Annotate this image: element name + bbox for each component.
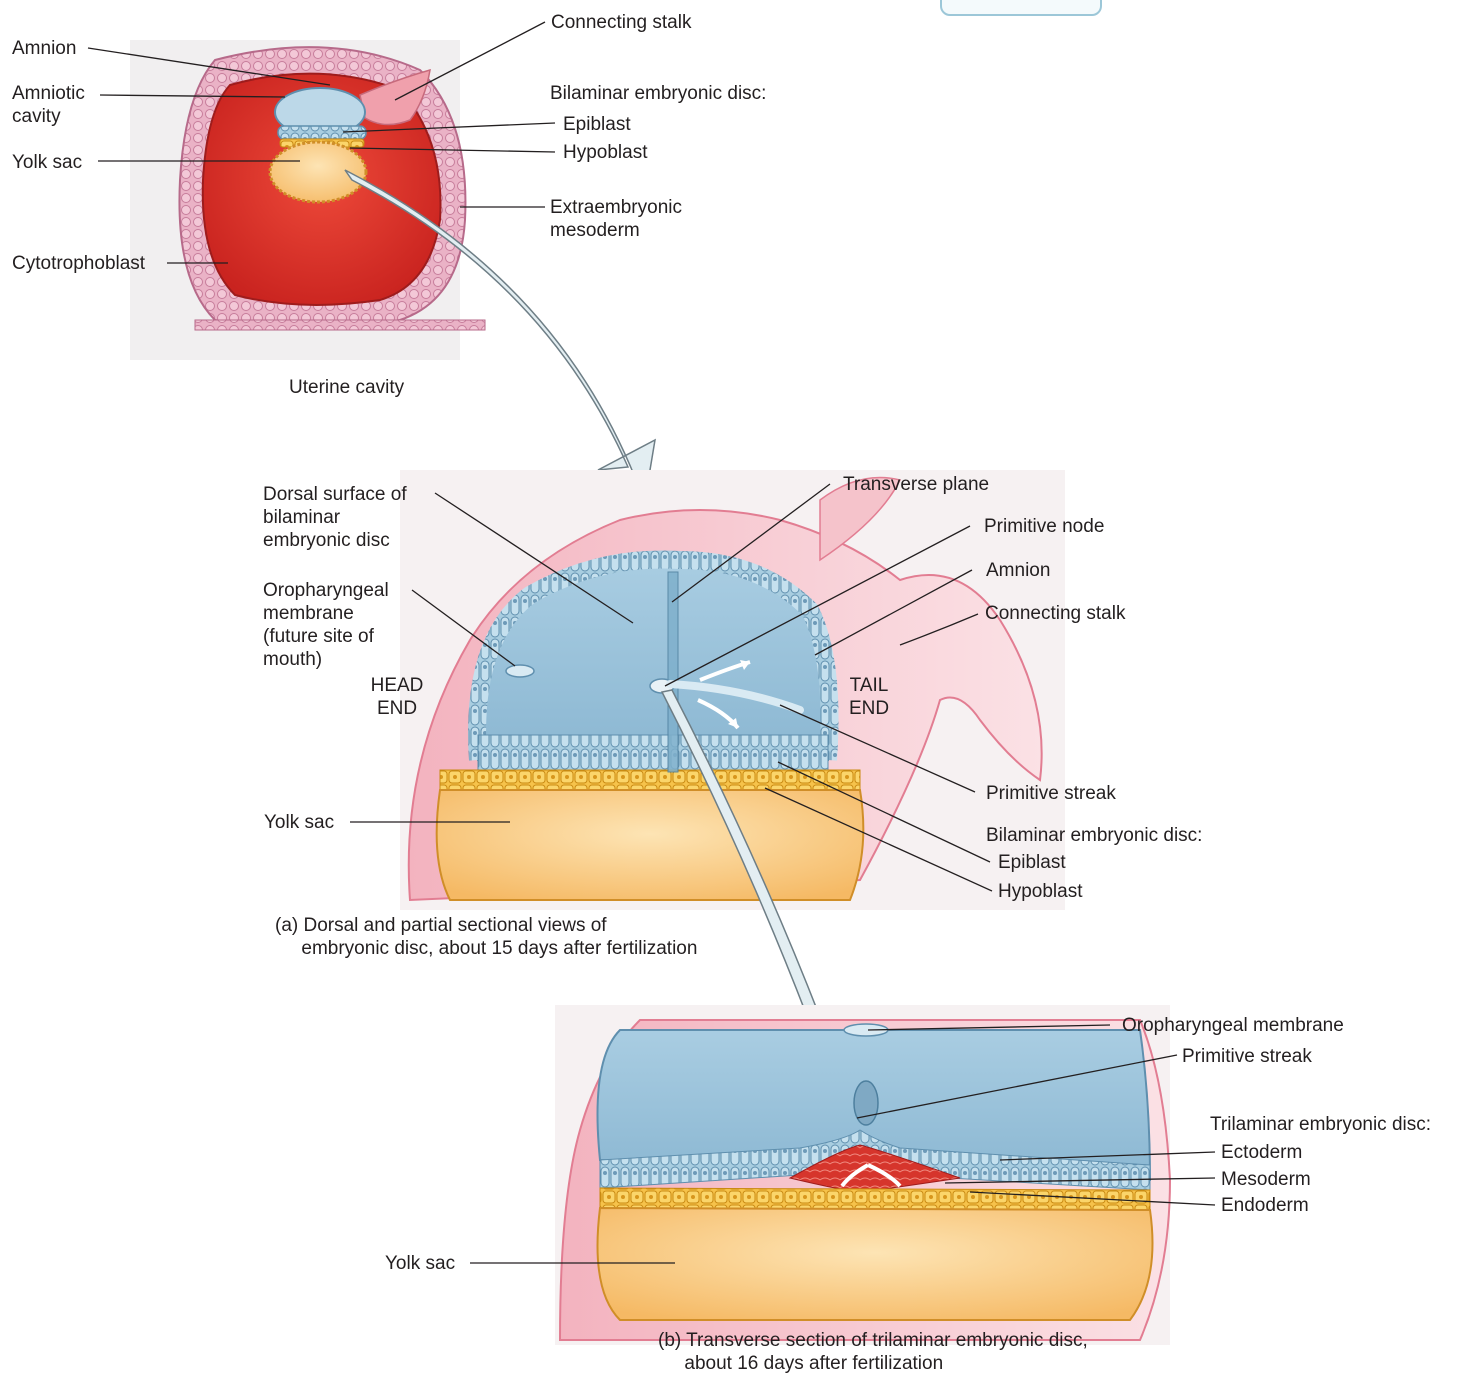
label-connecting-stalk-top: Connecting stalk — [551, 11, 691, 34]
oropharyngeal-spot-a — [506, 665, 534, 677]
top-illustration — [130, 40, 485, 360]
label-endoderm: Endoderm — [1221, 1194, 1309, 1217]
yolk-sac-a — [437, 790, 864, 900]
epiblast-strip — [278, 126, 366, 139]
label-yolk-sac-b: Yolk sac — [385, 1252, 455, 1275]
label-primitive-node: Primitive node — [984, 515, 1104, 538]
label-primitive-streak-a: Primitive streak — [986, 782, 1116, 805]
uterine-epithelium — [195, 320, 485, 330]
label-dorsal-surface: Dorsal surface of bilaminar embryonic di… — [263, 483, 407, 552]
label-hypoblast-a: Hypoblast — [998, 880, 1083, 903]
label-yolk-sac-top: Yolk sac — [12, 151, 82, 174]
label-bilaminar-heading-a: Bilaminar embryonic disc: — [986, 824, 1202, 847]
endoderm-row — [600, 1188, 1150, 1210]
label-epiblast-top: Epiblast — [563, 113, 631, 136]
hypoblast-row-a — [440, 770, 860, 790]
caption-panel-b: (b) Transverse section of trilaminar emb… — [658, 1329, 1088, 1375]
label-oropharyngeal-membrane-b: Oropharyngeal membrane — [1122, 1014, 1344, 1037]
label-amnion-a: Amnion — [986, 559, 1050, 582]
label-uterine-cavity: Uterine cavity — [289, 376, 404, 399]
label-epiblast-a: Epiblast — [998, 851, 1066, 874]
label-amniotic-cavity: Amniotic cavity — [12, 82, 85, 128]
yolk-sac-b — [598, 1208, 1153, 1320]
label-amnion-top: Amnion — [12, 37, 76, 60]
label-bilaminar-heading-top: Bilaminar embryonic disc: — [550, 82, 766, 105]
label-head-end: HEAD END — [366, 674, 428, 720]
label-tail-end: TAIL END — [838, 674, 900, 720]
yolk-sac-shape — [270, 142, 366, 202]
label-hypoblast-top: Hypoblast — [563, 141, 648, 164]
label-mesoderm: Mesoderm — [1221, 1168, 1311, 1191]
epiblast-row-a — [478, 735, 828, 770]
label-transverse-plane: Transverse plane — [843, 473, 989, 496]
caption-panel-a: (a) Dorsal and partial sectional views o… — [275, 914, 697, 960]
label-primitive-streak-b: Primitive streak — [1182, 1045, 1312, 1068]
label-ectoderm: Ectoderm — [1221, 1141, 1302, 1164]
label-extraembryonic-mesoderm: Extraembryonic mesoderm — [550, 196, 682, 242]
label-yolk-sac-a: Yolk sac — [264, 811, 334, 834]
label-cytotrophoblast: Cytotrophoblast — [12, 252, 145, 275]
label-trilaminar-heading: Trilaminar embryonic disc: — [1210, 1113, 1431, 1136]
label-oropharyngeal-membrane-a: Oropharyngeal membrane (future site of m… — [263, 579, 389, 671]
panel-b-illustration — [555, 1005, 1170, 1345]
label-connecting-stalk-a: Connecting stalk — [985, 602, 1125, 625]
